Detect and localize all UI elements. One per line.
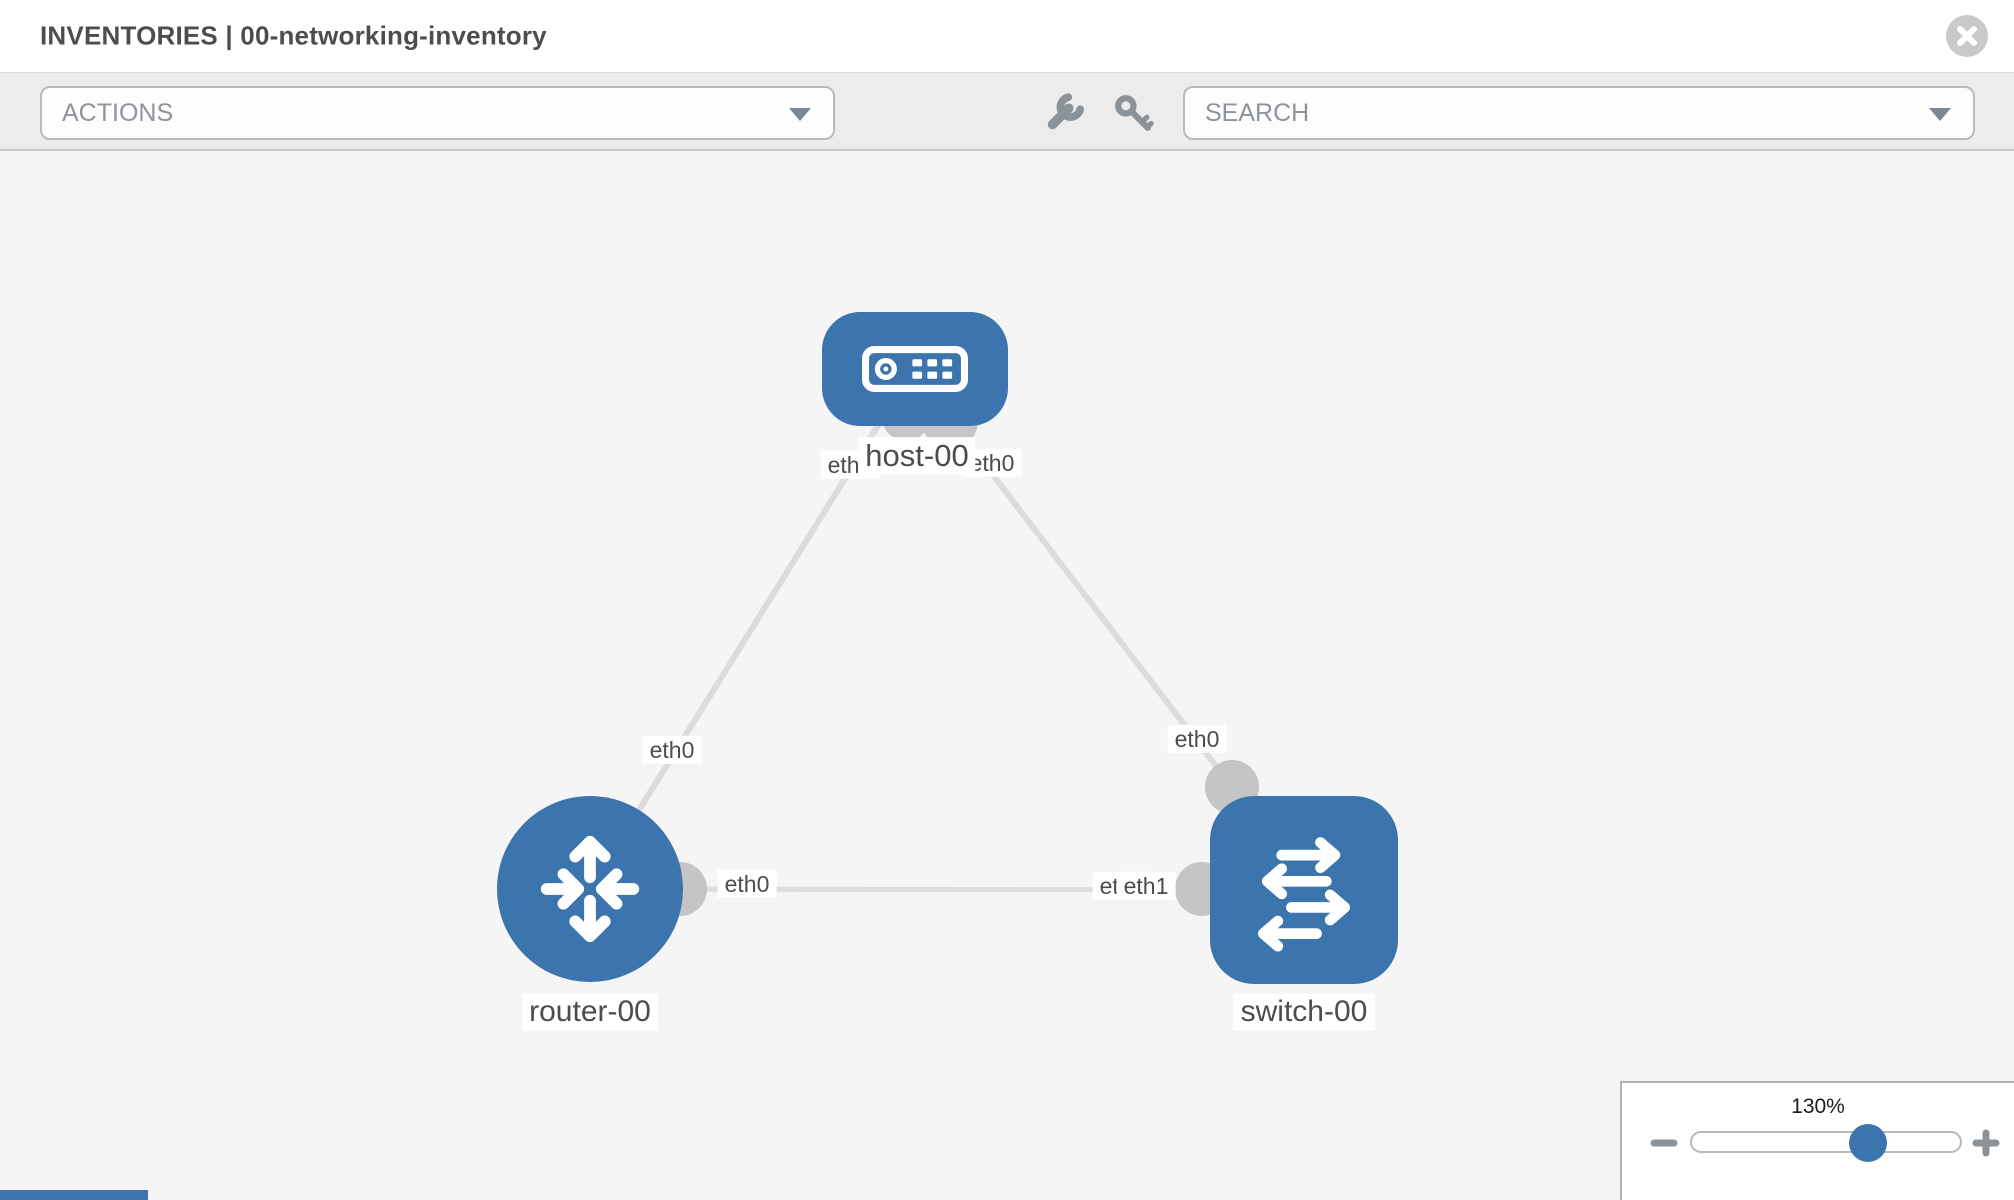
iface-label: eth0 <box>1167 724 1227 754</box>
key-icon <box>1115 95 1154 131</box>
actions-dropdown[interactable]: ACTIONS <box>40 86 835 140</box>
plus-icon <box>1972 1129 2000 1157</box>
page-title: INVENTORIES | 00-networking-inventory <box>40 20 547 51</box>
close-icon <box>1957 26 1977 46</box>
credentials-button[interactable] <box>1110 90 1156 136</box>
switch-icon <box>1257 837 1351 952</box>
actions-dropdown-label: ACTIONS <box>62 98 174 127</box>
toolbar: ACTIONS SEARCH <box>0 72 2014 151</box>
search-dropdown[interactable]: SEARCH <box>1183 86 1975 140</box>
iface-label: eth1 <box>1116 871 1176 901</box>
zoom-in-button[interactable] <box>1970 1127 2002 1164</box>
node-label-host-00: host-00 <box>858 437 976 475</box>
search-placeholder: SEARCH <box>1205 98 1310 127</box>
node-switch-00[interactable] <box>1210 796 1398 984</box>
header-bar: INVENTORIES | 00-networking-inventory <box>0 0 2014 72</box>
zoom-slider-knob[interactable] <box>1849 1124 1887 1162</box>
footer-panel-edge <box>0 1190 148 1200</box>
node-label-router-00: router-00 <box>522 993 658 1031</box>
router-icon <box>540 835 640 943</box>
node-router-00[interactable] <box>497 796 683 982</box>
chevron-down-icon <box>1929 108 1951 121</box>
node-label-switch-00: switch-00 <box>1233 993 1375 1031</box>
iface-label: eth0 <box>642 735 702 765</box>
host-icon <box>862 346 968 392</box>
chevron-down-icon <box>789 108 811 121</box>
iface-label: eth0 <box>717 869 777 899</box>
zoom-slider-track[interactable] <box>1690 1124 1962 1162</box>
topology-canvas[interactable]: eth0 eth0 eth0 eth0 eth0 eth0 eth1 host-… <box>0 151 2014 1200</box>
minus-icon <box>1650 1139 1678 1147</box>
links-layer <box>587 393 1305 916</box>
zoom-percent: 130% <box>1791 1095 1845 1118</box>
close-button[interactable] <box>1946 15 1988 57</box>
zoom-panel: 130% <box>1620 1081 2014 1200</box>
configure-button[interactable] <box>1041 90 1087 136</box>
wrench-icon <box>1047 93 1085 130</box>
node-host-00[interactable] <box>822 312 1008 426</box>
zoom-out-button[interactable] <box>1648 1127 1680 1164</box>
